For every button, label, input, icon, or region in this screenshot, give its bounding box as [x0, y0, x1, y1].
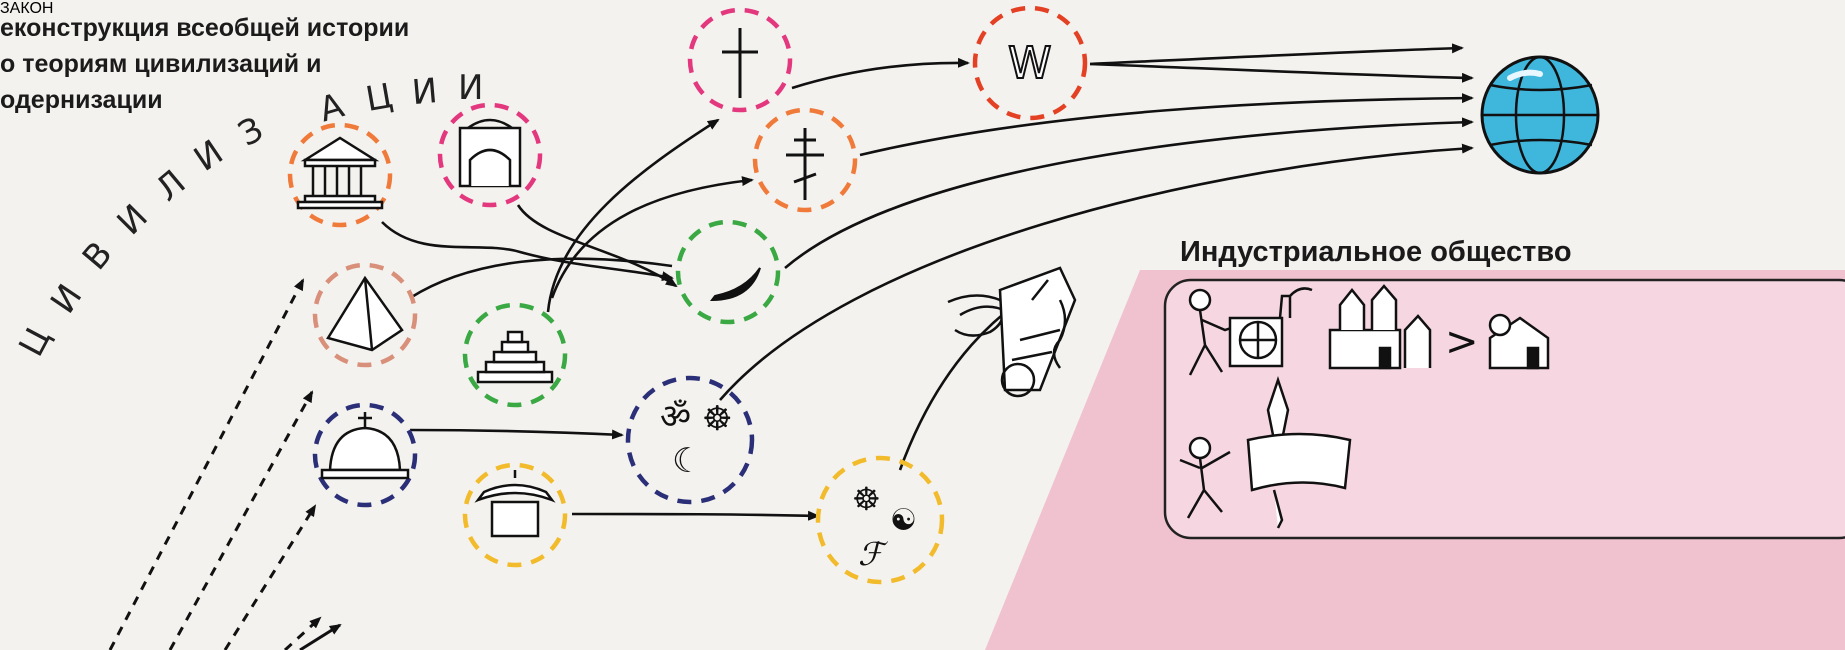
mesopotamian-civilization-circle: [462, 302, 568, 408]
origin-arrows: [108, 278, 322, 650]
pagoda-icon: [474, 470, 556, 538]
chinese-civilization-circle: [462, 462, 568, 568]
yin-yang-icon: ☯: [890, 503, 917, 538]
small-crescent-icon: ☾: [672, 441, 702, 481]
title-line-1: еконструкция всеобщей истории: [0, 14, 410, 42]
globe-icon: [1480, 55, 1600, 175]
hieroglyph-icon: ℱ: [858, 535, 889, 573]
orthodox-christian-circle: [752, 107, 858, 213]
castle-town-icon: [1328, 284, 1432, 370]
greek-civilization-circle: [287, 122, 393, 228]
west-circle: [972, 5, 1088, 121]
protest-figure-left-icon: [1179, 436, 1231, 519]
indian-civilization-circle: [625, 375, 755, 505]
latin-cross-icon: [722, 28, 758, 98]
west-icon: W: [1008, 38, 1052, 89]
industrial-machine-icon: [947, 266, 1077, 398]
western-christian-circle: [687, 7, 793, 113]
title-line-3: одернизации: [0, 86, 163, 114]
arrow-china-to-far-east: [571, 510, 820, 521]
om-icon: ॐ: [660, 397, 691, 437]
greek-temple-icon: [296, 136, 384, 210]
dashed-arrow-4: [283, 616, 322, 650]
diagram-title: еконструкция всеобщей истории о теориям …: [0, 10, 409, 118]
ziggurat-icon: [476, 330, 554, 384]
arrow-india-to-globe: [719, 143, 1474, 401]
dome-icon: [320, 412, 410, 480]
persian-civilization-circle: [312, 402, 418, 508]
byzantine-civilization-circle: [437, 102, 543, 208]
arrow-christianity-to-west: [791, 57, 970, 90]
industrial-society-title: Индустриальное общество: [1180, 236, 1572, 268]
arrow-west-to-end: [1089, 43, 1464, 66]
law-scroll-label: ЗАКОН: [0, 0, 54, 17]
greater-than-sign: >: [1445, 319, 1479, 365]
short-arrow-bottom: [299, 623, 342, 650]
orthodox-cross-icon: [786, 128, 824, 200]
arrow-mesopotamia-to-orthodox: [550, 176, 754, 299]
dashed-arrow-1: [108, 278, 305, 650]
wheel-icon: ☸: [852, 480, 881, 518]
arrow-egypt-to-islam: [409, 257, 673, 300]
arrow-islam-to-globe: [784, 117, 1474, 269]
dashed-arrow-2: [168, 390, 314, 650]
egyptian-civilization-circle: [312, 262, 418, 368]
arch-gate-icon: [458, 118, 522, 188]
dashed-arrow-3: [223, 504, 317, 650]
islamic-civilization-circle: [675, 219, 781, 325]
title-line-2: о теориям цивилизаций и: [0, 50, 322, 78]
arc-letter-11: И: [458, 68, 484, 108]
arrow-west-to-globe: [1089, 62, 1474, 83]
arrow-persia-to-india: [409, 428, 624, 440]
arrow-orthodox-to-globe: [859, 93, 1474, 157]
factory-worker-icon: [1188, 287, 1313, 376]
civilization-nodes: [287, 5, 1088, 585]
flow-arrows: [381, 43, 1474, 521]
house-icon: [1488, 313, 1550, 370]
far-eastern-civilization-circle: [815, 455, 945, 585]
dharma-wheel-icon: ☸: [702, 399, 732, 439]
arrow-greek-to-islam: [381, 221, 674, 282]
law-scroll-icon: [1246, 376, 1352, 529]
crescent-icon: [709, 267, 761, 302]
arrow-mesopotamia-to-christianity: [546, 118, 720, 313]
pyramid-icon: [326, 275, 404, 352]
